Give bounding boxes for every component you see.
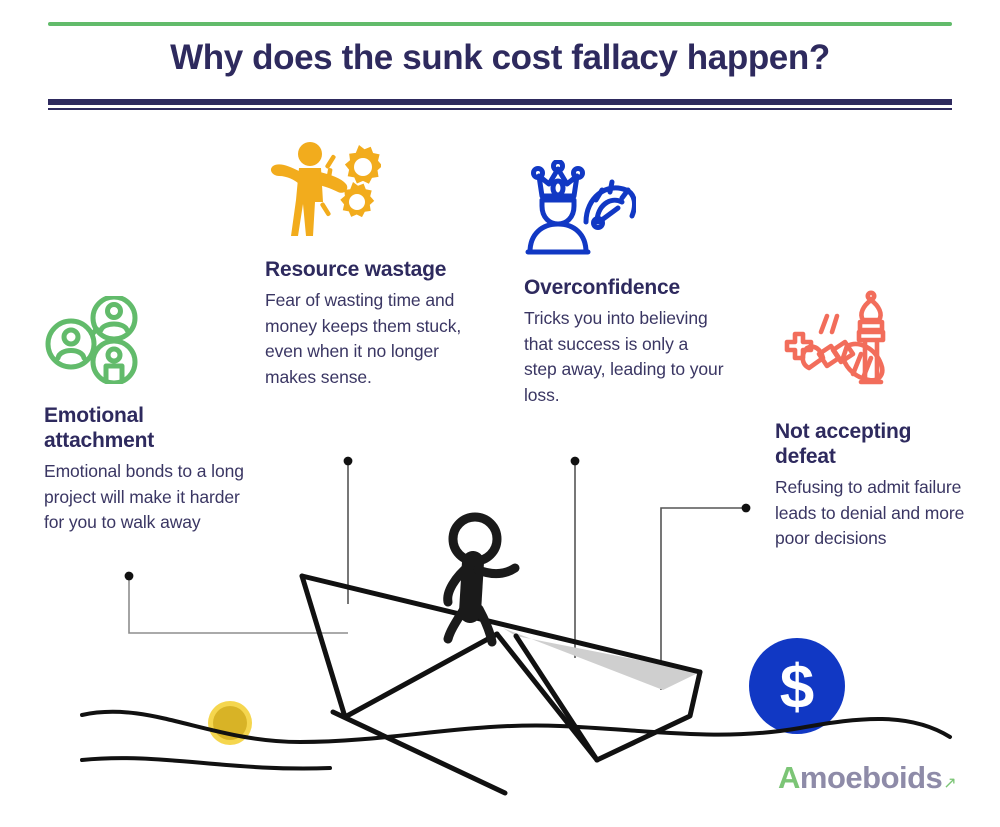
logo-wordmark: moeboids — [799, 760, 943, 795]
header-top-rule — [48, 22, 952, 26]
info-block-heading: Resource wastage — [265, 258, 447, 281]
people-network-icon — [44, 294, 250, 389]
header-bottom-rule-thin — [48, 108, 952, 110]
ocean-waves — [80, 709, 952, 771]
info-block-not-accepting-defeat: Not accepting defeat Refusing to admit f… — [775, 288, 965, 552]
dollar-coin-badge: $ — [749, 638, 845, 734]
connector-overconfidence — [570, 456, 580, 658]
logo-arrow-icon: ↗ — [943, 775, 957, 792]
crowned-king-gauge-icon — [524, 159, 724, 261]
stick-figure-walking — [443, 512, 520, 647]
header-bottom-rule-thick — [48, 99, 952, 105]
connector-not-accepting-defeat — [660, 503, 751, 690]
info-block-body: Emotional bonds to a long project will m… — [44, 461, 244, 532]
fallen-chess-king-icon — [775, 288, 965, 405]
paper-boat — [299, 573, 703, 796]
gold-coin — [208, 701, 252, 745]
person-pushing-gears-icon — [265, 140, 477, 245]
info-block-body: Tricks you into believing that success i… — [524, 308, 724, 405]
info-block-heading: Overconfidence — [524, 276, 680, 299]
info-block-emotional-attachment: Emotional attachment Emotional bonds to … — [44, 294, 250, 536]
amoeboids-logo[interactable]: A moeboids ↗ — [778, 762, 957, 793]
info-block-overconfidence: Overconfidence Tricks you into believing… — [524, 159, 724, 408]
info-block-heading: Emotional attachment — [44, 404, 155, 452]
logo-initial: A — [778, 760, 800, 795]
connector-emotional-attachment — [124, 571, 348, 634]
info-block-heading: Not accepting defeat — [775, 420, 912, 468]
page-title: Why does the sunk cost fallacy happen? — [170, 38, 830, 77]
svg-text:$: $ — [780, 653, 814, 722]
info-block-body: Refusing to admit failure leads to denia… — [775, 477, 965, 548]
connector-resource-wastage — [343, 456, 353, 604]
info-block-body: Fear of wasting time and money keeps the… — [265, 290, 462, 387]
info-block-resource-wastage: Resource wastage Fear of wasting time an… — [265, 140, 477, 390]
